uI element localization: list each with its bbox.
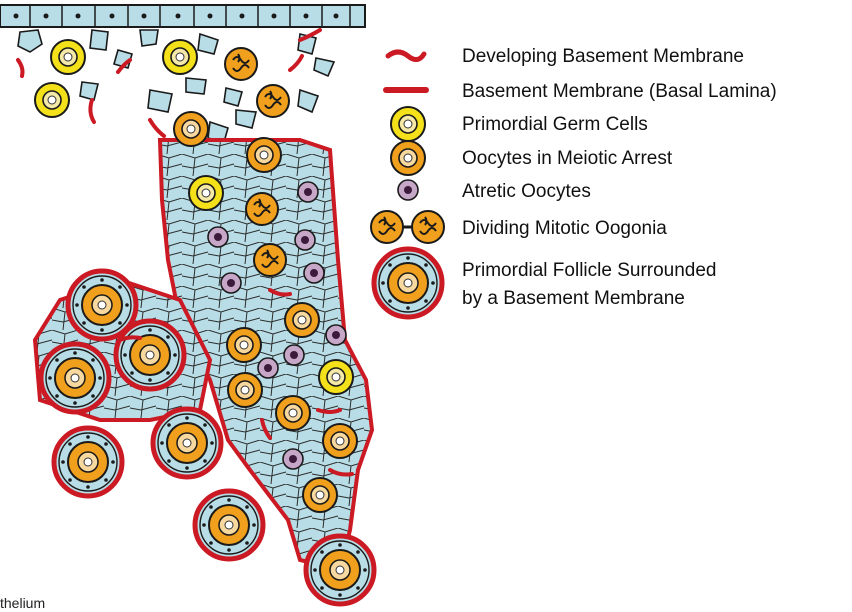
caption-text: thelium	[0, 595, 45, 611]
legend-item-oogonia: Dividing Mitotic Oogonia	[371, 211, 667, 243]
primordial-follicle-icon	[374, 249, 442, 317]
legend-label-line2: by a Basement Membrane	[462, 288, 685, 309]
legend-item-basal-lamina: Basement Membrane (Basal Lamina)	[386, 81, 777, 102]
legend-label: Developing Basement Membrane	[462, 46, 744, 67]
yellow-cell-icon	[391, 107, 425, 141]
legend-label: Oocytes in Meiotic Arrest	[462, 148, 673, 169]
purple-dot-icon	[398, 180, 418, 200]
legend-item-oocyte: Oocytes in Meiotic Arrest	[391, 141, 673, 175]
legend-label: Atretic Oocytes	[462, 181, 591, 202]
orange-cell-icon	[391, 141, 425, 175]
dividing-oogonia-icon	[371, 211, 444, 243]
legend-item-pgc: Primordial Germ Cells	[391, 107, 648, 141]
legend-item-developing-bm: Developing Basement Membrane	[388, 46, 744, 67]
legend-item-follicle: Primordial Follicle Surrounded by a Base…	[374, 249, 717, 317]
legend-label: Primordial Follicle Surrounded	[462, 260, 717, 281]
legend-label: Dividing Mitotic Oogonia	[462, 218, 667, 239]
surface-epithelium	[0, 5, 365, 27]
legend-label: Basement Membrane (Basal Lamina)	[462, 81, 777, 102]
wavy-red-line-icon	[388, 52, 424, 60]
legend-item-atretic: Atretic Oocytes	[398, 180, 591, 202]
legend: Developing Basement Membrane Basement Me…	[371, 46, 777, 317]
legend-label: Primordial Germ Cells	[462, 114, 648, 135]
